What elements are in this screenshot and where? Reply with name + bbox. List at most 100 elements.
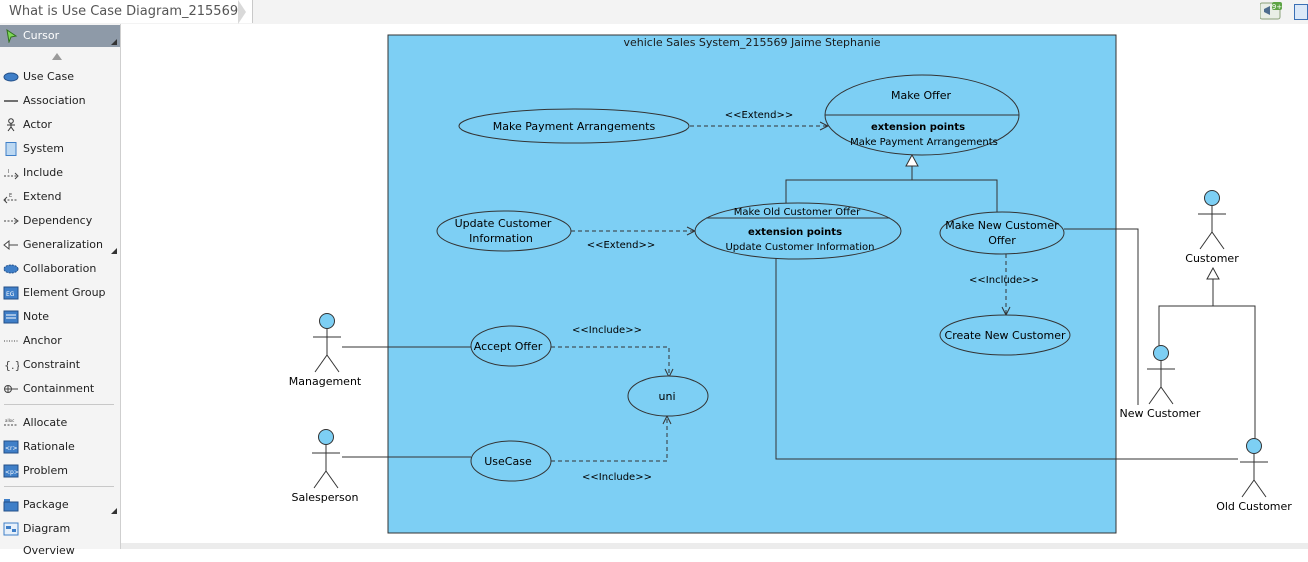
dependency-icon xyxy=(4,217,19,225)
use-case-name-line1: Make New Customer xyxy=(945,219,1059,232)
tool-label: Containment xyxy=(23,382,95,395)
scroll-up-icon[interactable] xyxy=(52,53,62,60)
use-case-name: Make Old Customer Offer xyxy=(734,207,861,218)
use-case-name-line2: Offer xyxy=(988,234,1016,247)
diagram-overview-icon xyxy=(3,522,19,536)
tool-generalization[interactable]: Generalization xyxy=(0,234,120,256)
actor-new-customer[interactable]: New Customer xyxy=(1120,345,1201,421)
panel-toggle-icon[interactable] xyxy=(1294,4,1308,20)
use-case-create-new[interactable]: Create New Customer xyxy=(939,314,1071,356)
tool-label: Collaboration xyxy=(23,262,97,275)
tool-label: Diagram Overview xyxy=(23,522,75,557)
extend-label: <<Extend>> xyxy=(587,240,656,251)
extension-point: Make Payment Arrangements xyxy=(850,137,998,148)
collaboration-icon xyxy=(3,264,19,274)
use-case-uni[interactable]: uni xyxy=(627,375,709,417)
tool-label: Anchor xyxy=(23,334,62,347)
use-case-update-info[interactable]: Update Customer Information xyxy=(436,210,572,252)
svg-text:{.}: {.} xyxy=(4,359,19,372)
tool-allocate[interactable]: alloc Allocate xyxy=(0,412,120,434)
tool-actor[interactable]: Actor xyxy=(0,114,120,136)
use-case-accept-offer[interactable]: Accept Offer xyxy=(470,325,552,367)
notify-badge: 9+ xyxy=(1272,3,1282,11)
use-case-name: Make Offer xyxy=(891,89,951,102)
palette-divider xyxy=(4,486,114,487)
tool-diagram-overview[interactable]: Diagram Overview xyxy=(0,518,120,557)
use-case-name-line2: Information xyxy=(469,232,533,245)
use-case-name: Create New Customer xyxy=(945,329,1066,342)
element-group-icon: EG xyxy=(3,286,19,300)
expand-icon[interactable] xyxy=(111,508,117,514)
include-label: <<Include>> xyxy=(572,325,642,336)
tool-package[interactable]: Package xyxy=(0,494,120,516)
tool-label: Note xyxy=(23,310,50,323)
tool-label: System xyxy=(23,142,65,155)
extension-points-heading: extension points xyxy=(871,122,965,133)
expand-icon[interactable] xyxy=(111,248,117,254)
association-new-customer[interactable] xyxy=(1064,228,1139,405)
actor-name: New Customer xyxy=(1120,407,1201,420)
actor-old-customer[interactable]: Old Customer xyxy=(1216,438,1292,514)
tool-system[interactable]: System xyxy=(0,138,120,160)
tool-containment[interactable]: Containment xyxy=(0,378,120,400)
allocate-icon: alloc xyxy=(4,418,18,426)
actor-customer[interactable]: Customer xyxy=(1185,190,1239,266)
svg-text:EG: EG xyxy=(6,291,15,298)
use-case-make-old-offer[interactable]: Make Old Customer Offer extension points… xyxy=(694,202,902,260)
use-case-make-offer[interactable]: Make Offer extension points Make Payment… xyxy=(824,74,1020,156)
tool-problem[interactable]: <p> Problem xyxy=(0,460,120,482)
include-label: <<Include>> xyxy=(582,472,652,483)
constraint-icon: {.} xyxy=(4,359,19,372)
tool-constraint[interactable]: {.} Constraint xyxy=(0,354,120,376)
tool-label: Cursor xyxy=(23,29,60,42)
svg-text:<p>: <p> xyxy=(5,469,19,476)
tool-label: Dependency xyxy=(23,214,93,227)
diagram-canvas[interactable]: vehicle Sales System_215569 Jaime Stepha… xyxy=(121,24,1308,549)
tool-label: Element Group xyxy=(23,286,106,299)
use-case-usecase[interactable]: UseCase xyxy=(470,440,552,482)
system-title: vehicle Sales System_215569 Jaime Stepha… xyxy=(623,36,880,49)
generalization-offer[interactable] xyxy=(785,153,998,213)
generalization-icon xyxy=(3,239,18,251)
tool-extend[interactable]: E Extend xyxy=(0,186,120,208)
tool-label: Use Case xyxy=(23,70,74,83)
svg-text:E: E xyxy=(9,193,12,199)
megaphone-notification-icon[interactable]: 9+ xyxy=(1260,2,1282,20)
use-case-name: Make Payment Arrangements xyxy=(493,120,656,133)
generalization-customer[interactable] xyxy=(1158,266,1256,438)
tool-use-case[interactable]: Use Case xyxy=(0,66,120,88)
diagram-tab[interactable]: What is Use Case Diagram_215569 xyxy=(0,0,254,23)
use-case-make-payment[interactable]: Make Payment Arrangements xyxy=(458,108,690,144)
tool-include[interactable]: I Include xyxy=(0,162,120,184)
horizontal-scrollbar[interactable] xyxy=(121,543,1308,549)
tool-anchor[interactable]: Anchor xyxy=(0,330,120,352)
tool-label: Allocate xyxy=(23,416,68,429)
actor-management[interactable]: Management xyxy=(289,313,362,389)
svg-text:<r>: <r> xyxy=(5,445,18,452)
rationale-icon: <r> xyxy=(3,440,19,454)
expand-icon[interactable] xyxy=(111,39,117,45)
tool-label: Association xyxy=(23,94,86,107)
tool-label: Generalization xyxy=(23,238,103,251)
tool-label: Actor xyxy=(23,118,52,131)
use-case-name: UseCase xyxy=(484,455,532,468)
tool-note[interactable]: Note xyxy=(0,306,120,328)
actor-salesperson[interactable]: Salesperson xyxy=(292,429,359,505)
tool-cursor[interactable]: Cursor xyxy=(0,25,120,47)
actor-name: Management xyxy=(289,375,362,388)
svg-text:alloc: alloc xyxy=(5,418,14,423)
tool-association[interactable]: Association xyxy=(0,90,120,112)
tool-collaboration[interactable]: Collaboration xyxy=(0,258,120,280)
include-usecase-uni[interactable] xyxy=(551,416,667,462)
diagram-toolbar: Cursor Use Case Association Actor System… xyxy=(0,24,121,557)
use-case-make-new-offer[interactable]: Make New Customer Offer xyxy=(939,211,1065,255)
tool-element-group[interactable]: EG Element Group xyxy=(0,282,120,304)
tool-label: Package xyxy=(23,498,69,511)
use-case-icon xyxy=(3,72,19,82)
tool-rationale[interactable]: <r> Rationale xyxy=(0,436,120,458)
top-bar: What is Use Case Diagram_215569 9+ xyxy=(0,0,1308,25)
tool-dependency[interactable]: Dependency xyxy=(0,210,120,232)
actor-icon xyxy=(7,118,15,132)
association-old-customer[interactable] xyxy=(775,258,1238,460)
use-case-diagram: vehicle Sales System_215569 Jaime Stepha… xyxy=(289,34,1292,534)
